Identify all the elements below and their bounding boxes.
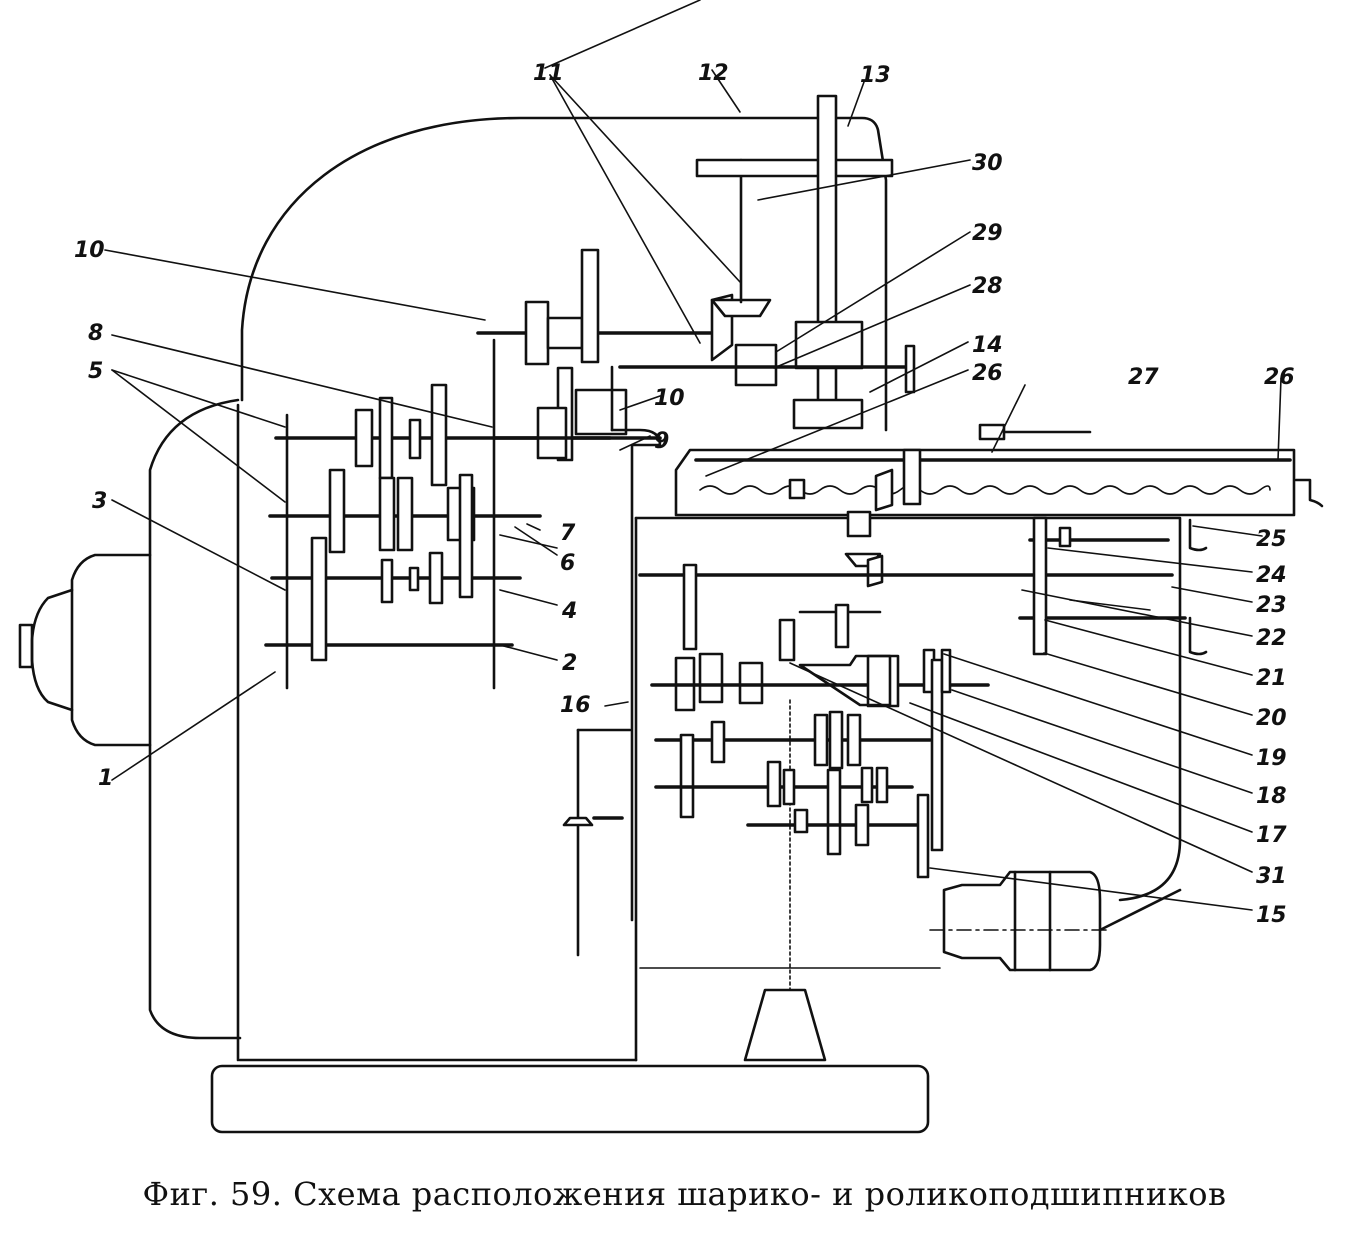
callout-26a: 26 [972, 361, 1003, 386]
machine-frame [148, 116, 1182, 1134]
callout-27: 27 [1128, 365, 1159, 390]
callout-15: 15 [1256, 903, 1287, 928]
callout-11: 11 [533, 61, 564, 86]
callout-3: 3 [92, 489, 107, 514]
callout-14: 14 [972, 333, 1003, 358]
callout-4: 4 [561, 599, 577, 624]
spindle-motor [18, 553, 152, 747]
callout-6: 6 [560, 551, 575, 576]
callout-7: 7 [560, 521, 576, 546]
callout-20: 20 [1256, 706, 1287, 731]
callout-2: 2 [562, 651, 577, 676]
callout-labels: 1 2 3 4 5 6 7 8 9 10 10 11 12 13 14 15 1… [74, 61, 1295, 928]
callout-24: 24 [1256, 563, 1287, 588]
callout-22: 22 [1256, 626, 1287, 651]
callout-8: 8 [88, 321, 103, 346]
callout-12: 12 [698, 61, 729, 86]
callout-19: 19 [1256, 746, 1287, 771]
leader-lines [104, 0, 1282, 911]
callout-5: 5 [88, 359, 103, 384]
feed-motor [929, 870, 1182, 972]
figure-caption: Фиг. 59. Схема расположения шарико- и ро… [142, 1175, 1227, 1213]
callout-21: 21 [1256, 666, 1287, 691]
gearbox-shafts [264, 338, 612, 690]
callout-31: 31 [1256, 864, 1287, 889]
callout-23: 23 [1256, 593, 1287, 618]
callout-29: 29 [972, 221, 1003, 246]
callout-10a: 10 [74, 238, 105, 263]
feed-box [562, 516, 1208, 957]
callout-30: 30 [972, 151, 1003, 176]
callout-16: 16 [560, 693, 591, 718]
callout-13: 13 [860, 63, 891, 88]
callout-18: 18 [1256, 784, 1287, 809]
callout-25: 25 [1256, 527, 1287, 552]
callout-26b: 26 [1264, 365, 1295, 390]
callout-28: 28 [972, 274, 1003, 299]
callout-1: 1 [98, 766, 113, 791]
callout-10b: 10 [654, 386, 685, 411]
callout-17: 17 [1256, 823, 1287, 848]
spindle-drive [476, 94, 916, 922]
work-table [674, 423, 1324, 588]
callout-9: 9 [654, 429, 669, 454]
